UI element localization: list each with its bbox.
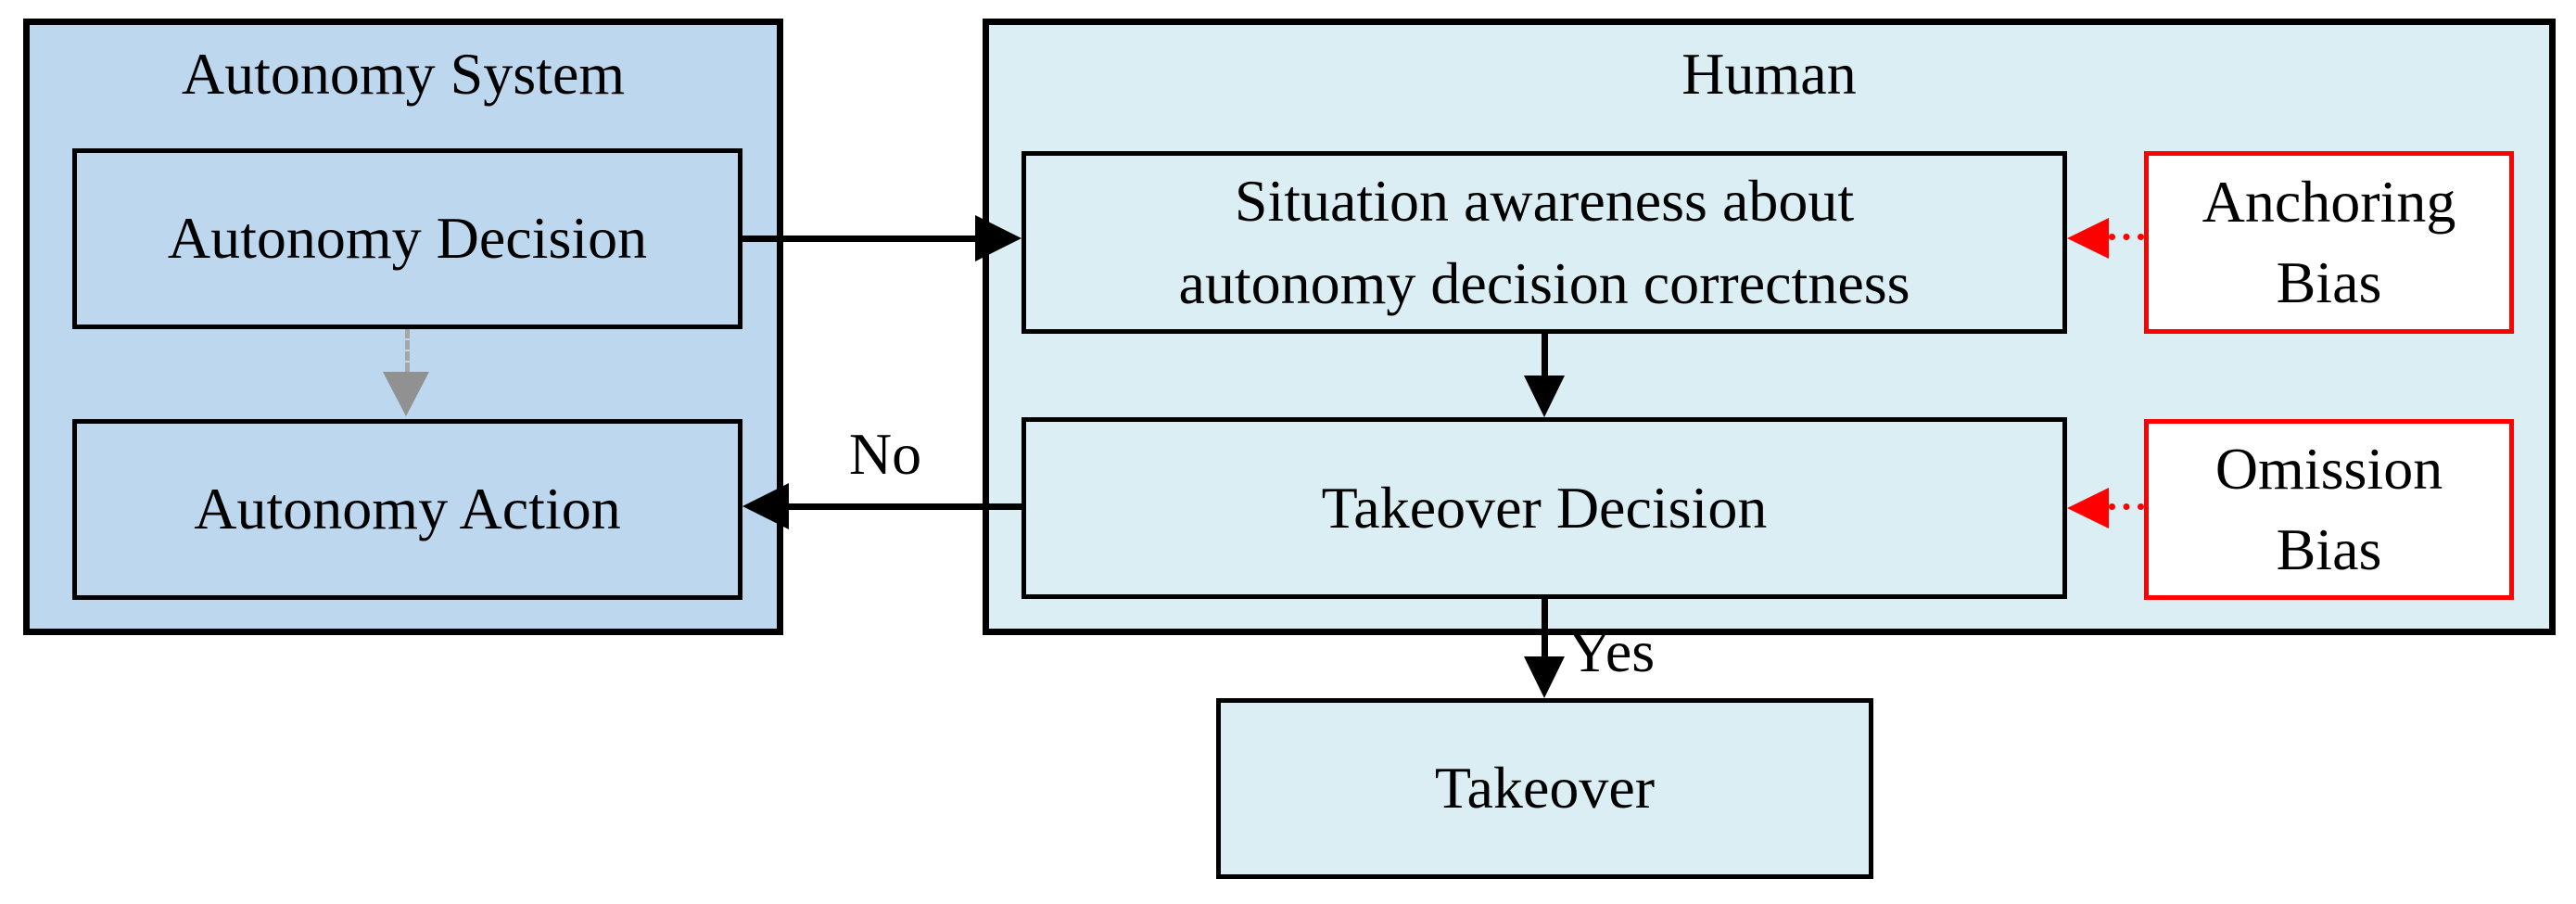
autonomy-decision-node: Autonomy Decision: [72, 148, 742, 329]
human-title: Human: [1681, 41, 1857, 107]
human-container: Human Situation awareness about autonomy…: [983, 19, 2556, 635]
omission-bias-node: Omission Bias: [2144, 419, 2514, 600]
arrow-right-icon: [975, 215, 1022, 261]
situation-awareness-line2: autonomy decision correctness: [1178, 249, 1910, 316]
edge-label-yes: Yes: [1568, 618, 1656, 684]
arrow-stem: [1542, 334, 1548, 376]
omission-bias-line1: Omission: [2214, 436, 2443, 503]
takeover-decision-node: Takeover Decision: [1022, 417, 2067, 599]
omission-bias-line2: Bias: [2276, 516, 2382, 582]
takeover-node: Takeover: [1216, 698, 1873, 879]
arrow-left-icon: [2067, 218, 2109, 259]
arrow-left-icon: [742, 483, 789, 529]
arrow-stem: [789, 503, 1023, 510]
edge-label-no: No: [848, 421, 922, 487]
autonomy-system-container: Autonomy System Autonomy Decision Autono…: [23, 19, 783, 635]
anchoring-bias-line1: Anchoring: [2202, 169, 2456, 236]
arrow-stem: [742, 236, 975, 242]
anchoring-bias-node: Anchoring Bias: [2144, 151, 2514, 334]
arrow-stem: [1542, 599, 1548, 656]
arrow-left-icon: [2067, 488, 2109, 528]
arrow-down-icon: [383, 372, 429, 416]
autonomy-system-title: Autonomy System: [181, 41, 626, 107]
arrow-down-icon: [1524, 376, 1565, 417]
takeover-label: Takeover: [1434, 755, 1656, 821]
anchoring-bias-line2: Bias: [2276, 248, 2382, 315]
situation-awareness-line1: Situation awareness about: [1234, 168, 1855, 235]
autonomy-action-label: Autonomy Action: [194, 476, 621, 542]
autonomy-action-node: Autonomy Action: [72, 419, 742, 600]
autonomy-decision-label: Autonomy Decision: [167, 205, 648, 272]
arrow-stem: [405, 329, 410, 372]
arrow-stem: [2109, 503, 2144, 510]
arrow-stem: [2109, 234, 2144, 240]
arrow-down-icon: [1524, 656, 1565, 698]
takeover-decision-label: Takeover Decision: [1321, 474, 1768, 541]
situation-awareness-node: Situation awareness about autonomy decis…: [1022, 151, 2067, 334]
